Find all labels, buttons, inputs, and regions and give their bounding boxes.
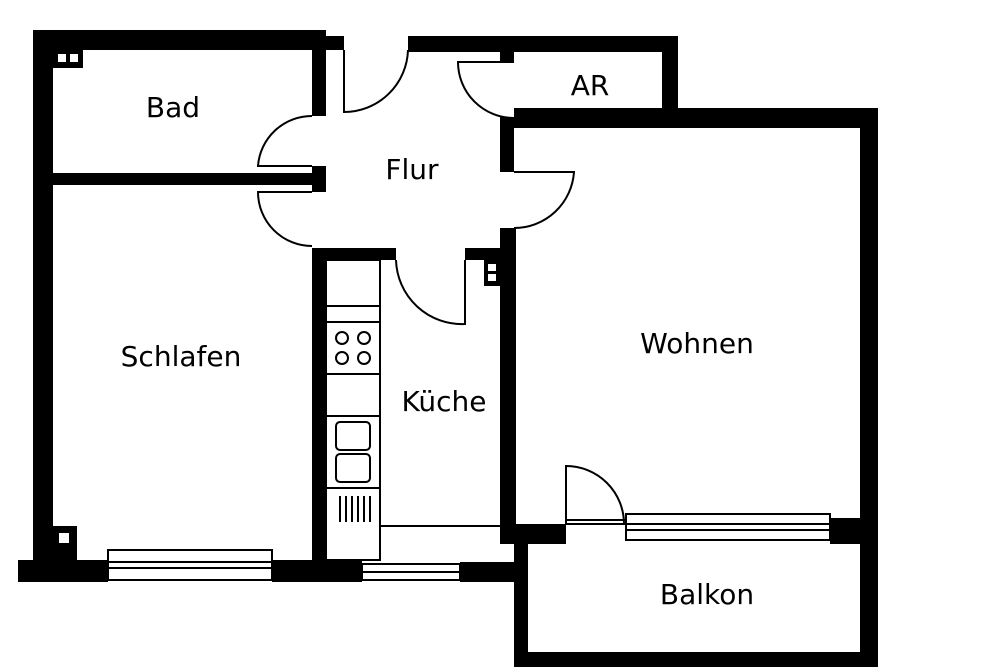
shaft-bad-cell-2 xyxy=(70,54,78,62)
room-label-kueche: Küche xyxy=(401,385,486,418)
window-wohnen-balkon xyxy=(625,513,831,541)
door-schlafen xyxy=(256,191,313,247)
room-labels: Bad AR Flur Schlafen Küche Wohnen Balkon xyxy=(121,69,754,611)
wall-wohnen-bottom-right xyxy=(830,518,878,544)
door-ar xyxy=(456,61,515,119)
door-wohnen xyxy=(513,171,576,230)
stove-icon xyxy=(335,331,371,365)
drainer-icon xyxy=(339,496,371,522)
wall-bottom-right xyxy=(460,562,516,582)
room-label-wohnen: Wohnen xyxy=(640,327,754,360)
room-label-ar: AR xyxy=(571,69,610,102)
wall-left xyxy=(33,30,53,560)
wall-balkon-right xyxy=(860,544,878,667)
doors xyxy=(256,49,626,525)
shaft-schlafen-cell xyxy=(59,533,69,543)
wall-top-ar xyxy=(408,36,678,52)
shaft-bad xyxy=(53,50,83,68)
wall-bad-schlafen xyxy=(53,173,326,185)
wall-balkon-left xyxy=(514,544,528,667)
door-kueche xyxy=(395,259,466,326)
door-bad xyxy=(256,114,313,167)
wall-top-wohnen xyxy=(500,108,878,128)
wall-bottom-mid xyxy=(272,560,362,582)
door-balkon xyxy=(565,464,626,525)
room-label-bad: Bad xyxy=(146,91,200,124)
wall-top-flur-stub xyxy=(326,36,344,50)
room-label-balkon: Balkon xyxy=(660,578,754,611)
windows xyxy=(107,513,831,581)
wall-stub-mid xyxy=(312,166,326,192)
wall-schlafen-right xyxy=(312,248,326,560)
shaft-kueche-cell-2 xyxy=(488,274,496,281)
wall-wohnen-bottom-left xyxy=(500,524,566,544)
wall-top-left xyxy=(33,30,326,50)
kitchen-fittings xyxy=(325,259,500,561)
wall-right-wohnen xyxy=(860,108,878,544)
room-label-flur: Flur xyxy=(385,153,439,186)
window-schlafen xyxy=(107,549,273,581)
room-label-schlafen: Schlafen xyxy=(121,340,242,373)
shaft-kueche xyxy=(484,260,500,286)
wall-bad-right xyxy=(312,30,326,116)
wall-ar-right xyxy=(662,36,678,108)
door-flur-top xyxy=(343,49,409,114)
wall-kueche-wohnen xyxy=(500,228,516,544)
kitchen-counter xyxy=(325,259,381,561)
wall-flur-kueche-left xyxy=(312,248,396,260)
wall-balkon-bottom xyxy=(514,652,878,667)
walls xyxy=(18,30,878,667)
shaft-bad-cell-1 xyxy=(58,54,66,62)
shaft-kueche-cell-1 xyxy=(488,264,496,271)
sink-icon xyxy=(335,421,371,483)
shafts xyxy=(53,50,500,560)
wall-bottom-left xyxy=(18,560,108,582)
